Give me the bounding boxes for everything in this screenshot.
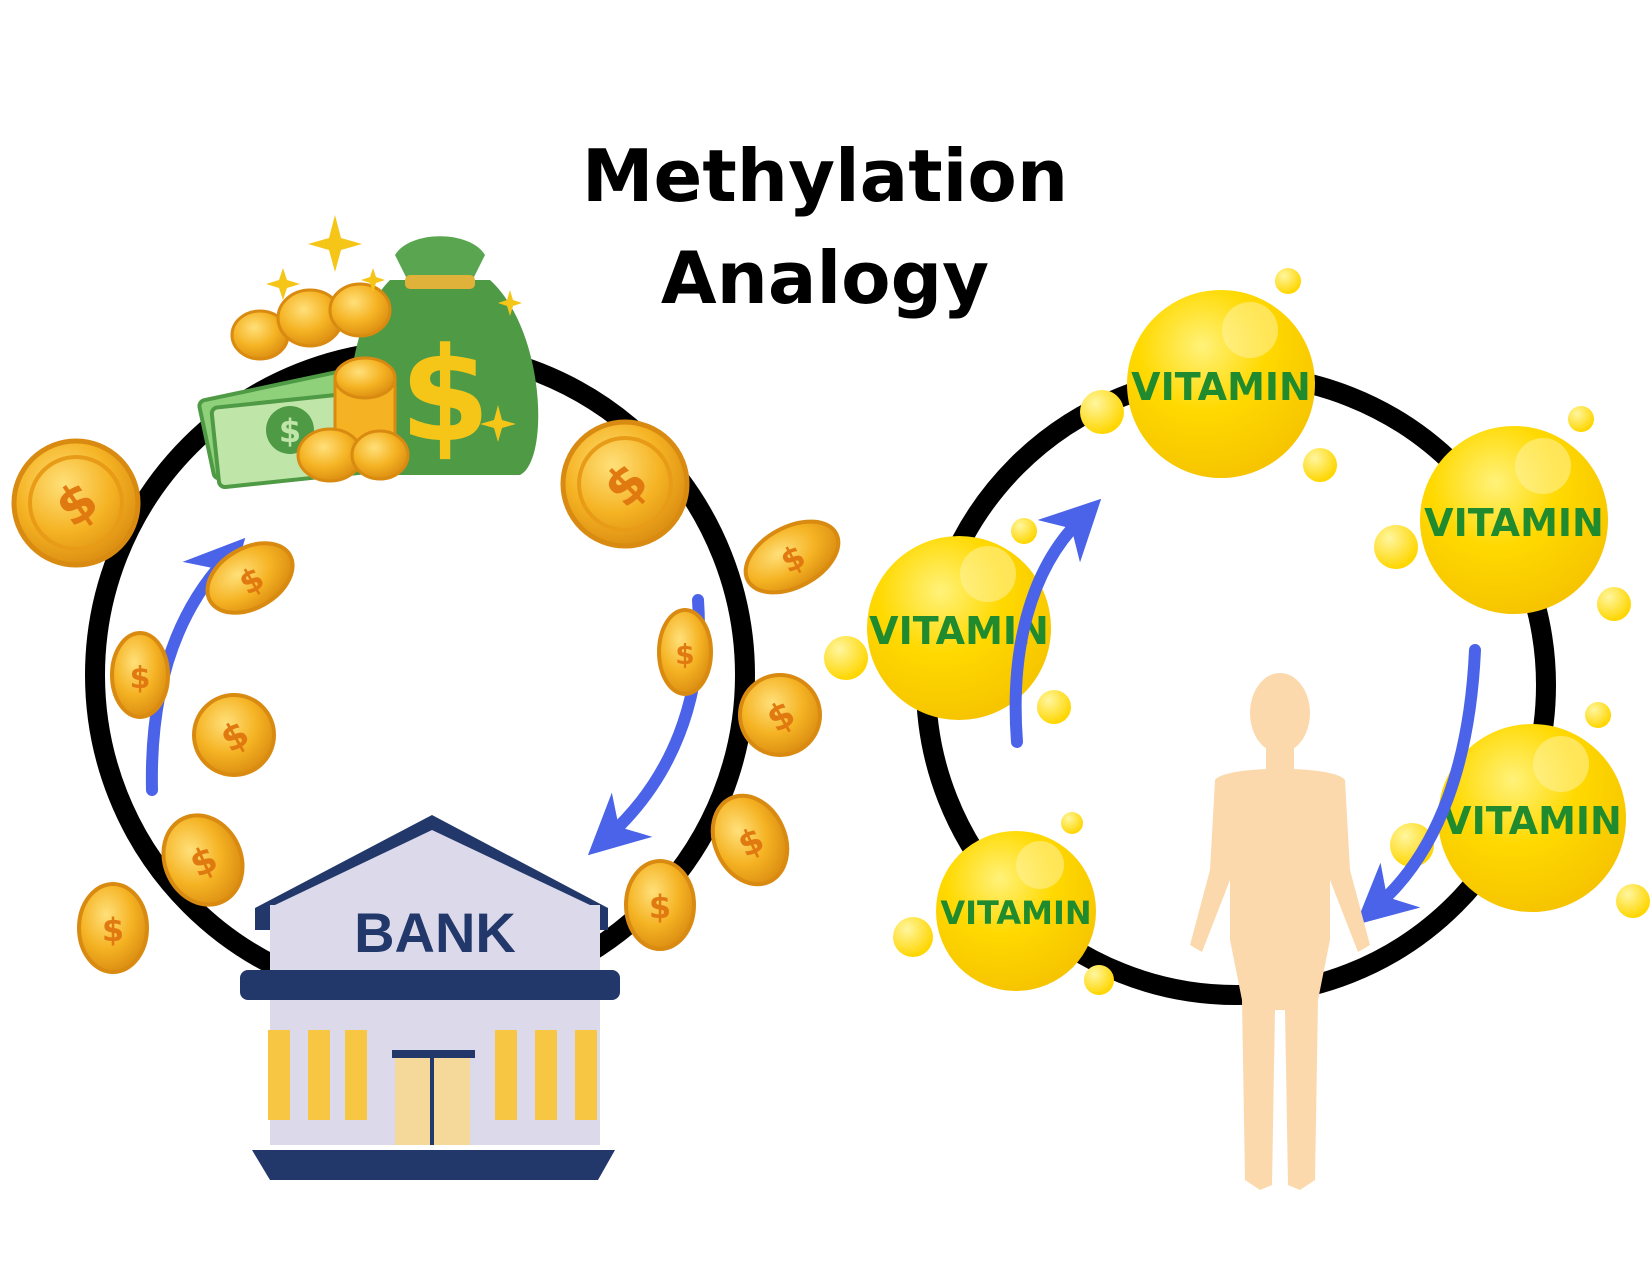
vitamin-ball-4-label: VITAMIN	[1442, 799, 1622, 843]
vitamin-ball-4: VITAMIN	[1438, 724, 1626, 912]
money-cycle: $ $ $ $	[11, 215, 841, 1180]
bank-icon: BANK	[240, 815, 620, 1180]
vitamin-droplets	[824, 268, 1650, 995]
vitamin-cycle: VITAMIN VITAMIN VITAMIN VITAMIN VITAMIN	[824, 268, 1650, 1190]
vitamin-ball-5: VITAMIN	[936, 831, 1096, 991]
coin-6-symbol: $	[675, 638, 694, 671]
coin-7: $	[192, 693, 276, 777]
bank-label: BANK	[354, 901, 516, 964]
coin-5: $	[110, 631, 170, 719]
human-figure-icon	[1190, 673, 1370, 1190]
vitamin-ball-1: VITAMIN	[1127, 290, 1315, 478]
page-title: Methylation Analogy	[0, 125, 1650, 329]
coin-8: $	[738, 673, 822, 757]
vitamin-ball-3: VITAMIN	[867, 536, 1051, 720]
coin-9: $	[161, 813, 245, 907]
coin-4: $	[743, 519, 841, 595]
coin-3: $	[205, 541, 295, 615]
coin-11: $	[77, 882, 149, 974]
coin-6: $	[657, 608, 713, 696]
vitamin-ball-5-label: VITAMIN	[940, 894, 1091, 932]
title-line-2: Analogy	[660, 236, 990, 320]
coin-12-symbol: $	[649, 888, 671, 926]
title-line-1: Methylation	[581, 134, 1069, 218]
vitamin-ball-2: VITAMIN	[1420, 426, 1608, 614]
coin-10: $	[710, 793, 790, 887]
money-bag-icon: $ $	[197, 215, 539, 490]
bag-dollar-symbol: $	[400, 319, 490, 471]
vitamin-down-arrow	[1355, 644, 1481, 925]
cash-symbol: $	[279, 412, 301, 450]
coin-5-symbol: $	[130, 661, 151, 696]
vitamin-ball-1-label: VITAMIN	[1131, 365, 1311, 409]
coin-11-symbol: $	[102, 911, 124, 949]
coin-12: $	[624, 859, 696, 951]
coin-2: $	[560, 419, 690, 549]
vitamin-up-arrow	[1009, 498, 1102, 748]
coin-1: $	[11, 438, 141, 568]
vitamin-ball-2-label: VITAMIN	[1424, 501, 1604, 545]
